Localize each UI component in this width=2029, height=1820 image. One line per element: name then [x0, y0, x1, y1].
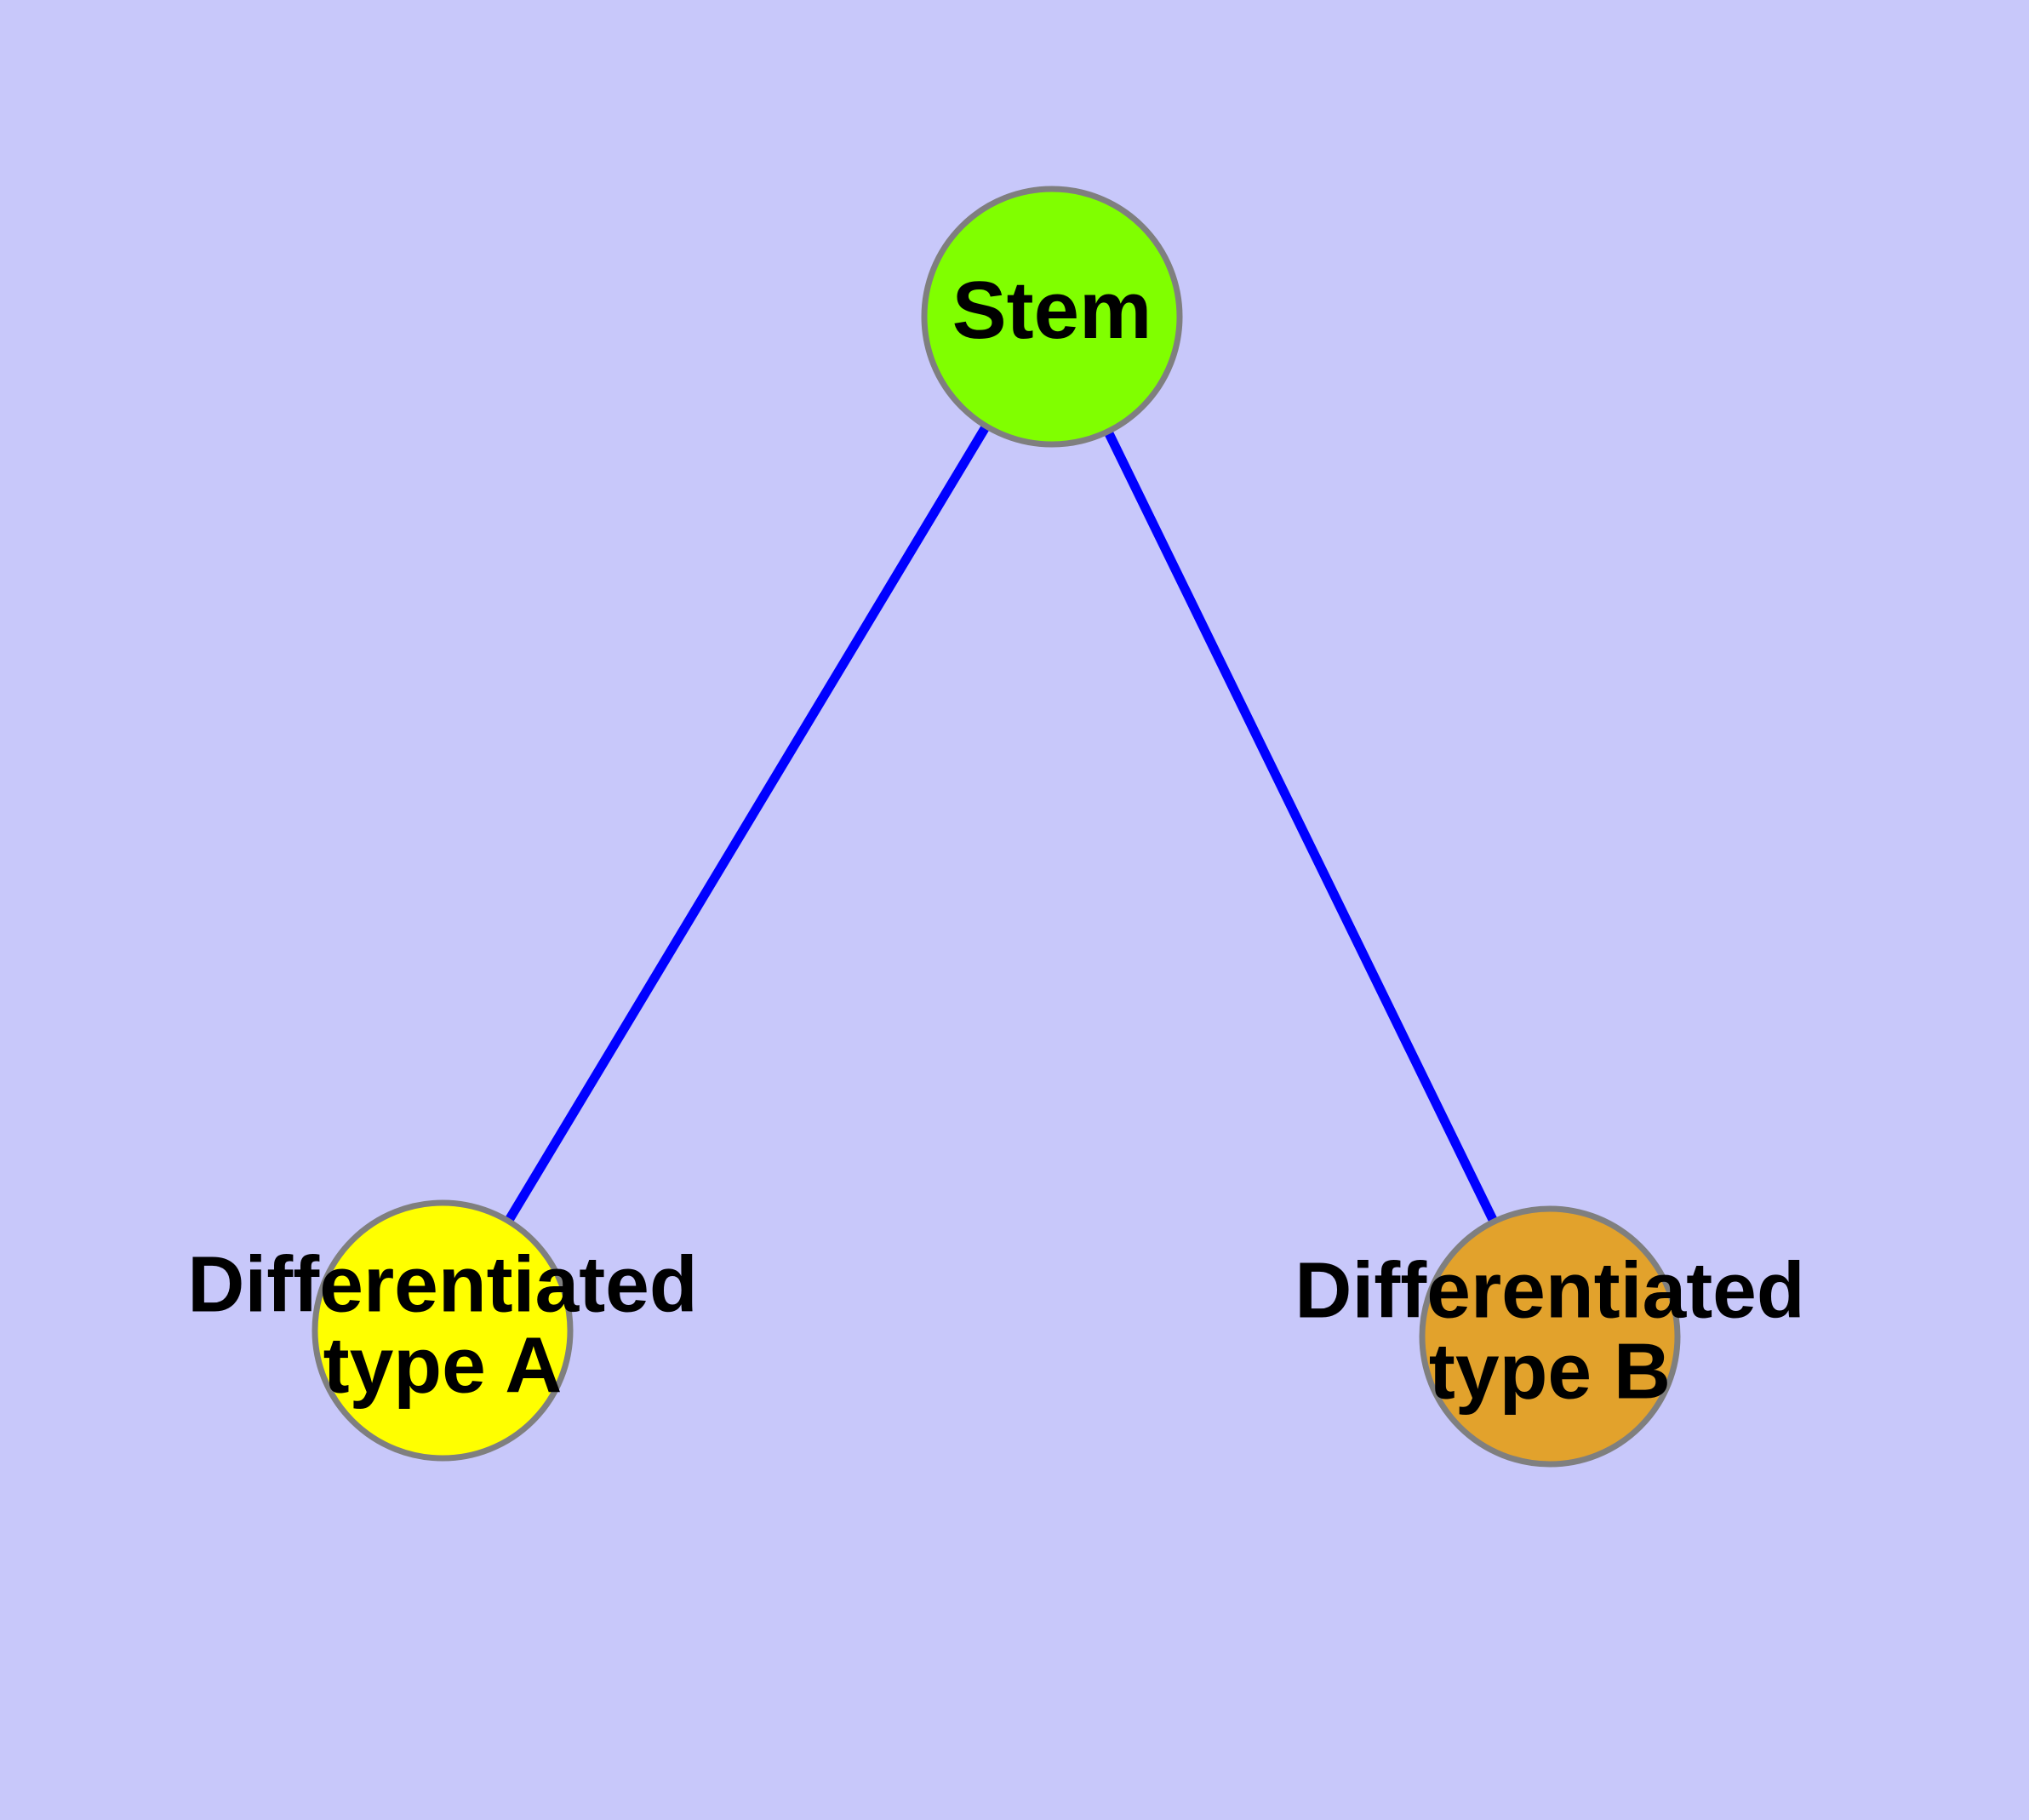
node-differentiated-type-b[interactable]	[1419, 1205, 1681, 1468]
edges-layer	[504, 423, 1499, 1224]
label-line: type B	[1429, 1326, 1671, 1415]
node-differentiated-type-a-circle[interactable]	[311, 1199, 574, 1462]
label-line: Differentiated	[1295, 1245, 1804, 1334]
label-line: Differentiated	[187, 1239, 697, 1328]
node-stem[interactable]	[921, 186, 1183, 448]
node-differentiated-type-b-circle[interactable]	[1419, 1205, 1681, 1468]
edge-stem-to-differentiated-type-b[interactable]	[1103, 429, 1499, 1224]
label-line: Stem	[952, 265, 1152, 356]
node-differentiated-type-a[interactable]	[311, 1199, 574, 1462]
nodes-layer	[311, 186, 1681, 1468]
label-line: type A	[323, 1320, 563, 1409]
node-stem-label: Stem	[952, 265, 1152, 356]
edge-stem-to-differentiated-type-a[interactable]	[504, 423, 991, 1224]
node-stem-circle[interactable]	[921, 186, 1183, 448]
